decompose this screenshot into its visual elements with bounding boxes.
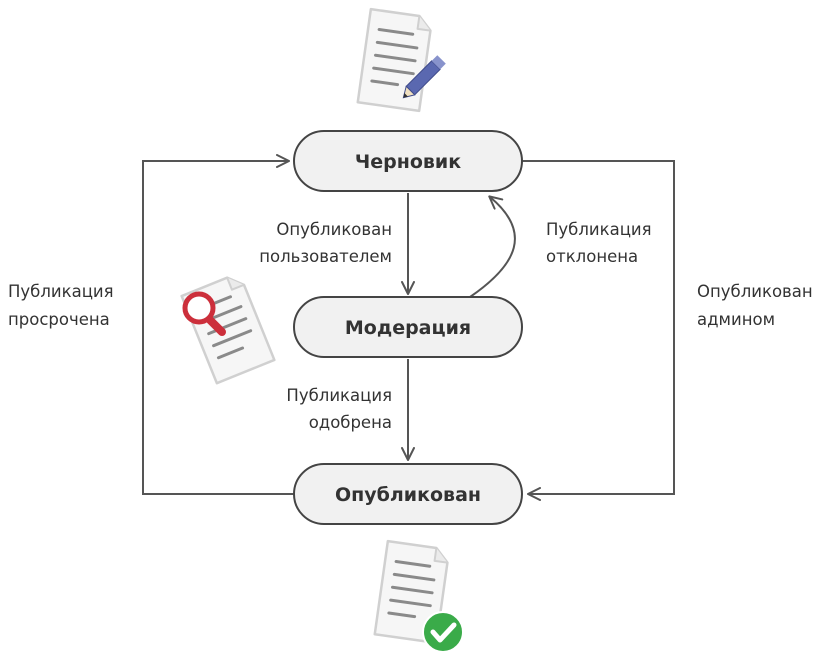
label-publication-rejected-line2: отклонена [546, 247, 638, 266]
label-published-by-user-line1: Опубликован [276, 220, 392, 239]
state-draft-label: Черновик [355, 151, 461, 173]
label-publication-approved-line1: Публикация [286, 386, 392, 405]
state-moderation-label: Модерация [345, 317, 471, 339]
label-publication-approved-line2: одобрена [309, 413, 392, 432]
state-moderation: Модерация [293, 296, 523, 358]
state-published: Опубликован [293, 463, 523, 525]
state-published-label: Опубликован [335, 484, 481, 506]
arrow-moderation-to-draft [469, 195, 516, 298]
label-publication-expired-line2: просрочена [8, 310, 110, 329]
document-pencil-icon [356, 7, 446, 113]
arrow-draft-to-published [522, 160, 675, 501]
label-published-by-admin-line2: админом [697, 310, 775, 329]
state-draft: Черновик [293, 130, 523, 192]
arrow-published-to-draft [142, 154, 294, 495]
label-published-by-admin-line1: Опубликован [697, 282, 813, 301]
label-published-by-user-line2: пользователем [259, 247, 392, 266]
label-publication-expired-line1: Публикация [8, 282, 114, 301]
document-checkmark-icon [373, 539, 464, 653]
document-magnifier-icon [180, 276, 276, 385]
label-publication-rejected-line1: Публикация [546, 220, 652, 239]
